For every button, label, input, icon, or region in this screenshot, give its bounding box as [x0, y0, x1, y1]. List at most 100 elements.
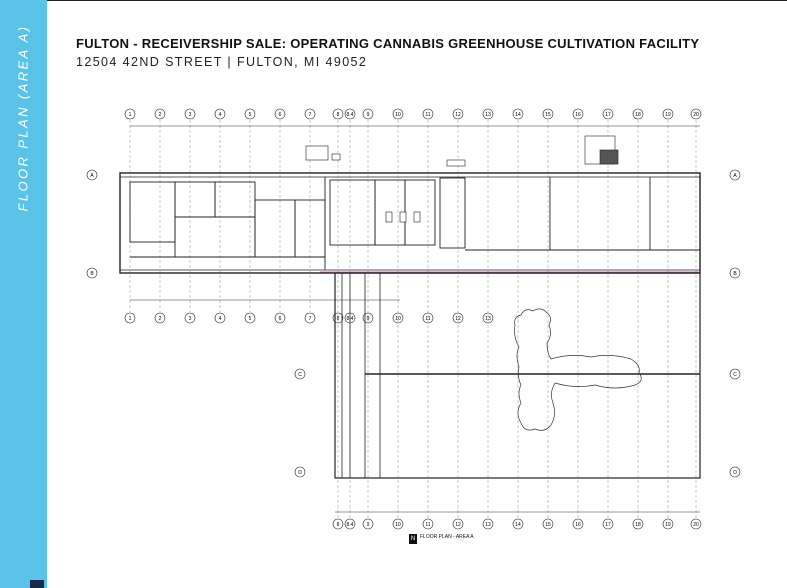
revision-cloud	[514, 308, 642, 431]
grid-bubble-top-8.4	[344, 108, 356, 120]
grid-bubble-top-1	[124, 108, 136, 120]
grid-bubble-bottom-10-label: 10	[395, 522, 401, 528]
grid-bubble-mid-11-label: 11	[425, 316, 430, 322]
grid-bubble-mid-3-label: 3	[189, 316, 192, 322]
grid-bubble-mid-2	[154, 312, 166, 324]
page-address: 12504 42ND STREET | FULTON, MI 49052	[76, 55, 368, 69]
grid-bubble-top-4-label: 4	[219, 112, 222, 118]
fixtures	[305, 135, 619, 223]
grid-bubble-mid-8-label: 8	[337, 316, 340, 322]
grid-bubble-top-9-label: 9	[367, 112, 370, 118]
grid-row-bubble-b-left	[86, 267, 98, 279]
grid-row-bubble-d-left	[294, 466, 306, 478]
grid-bubble-bottom-14	[512, 518, 524, 530]
grid-row-bubble-c-right-label: C	[733, 372, 737, 378]
grid-bubble-top-2-label: 2	[159, 112, 162, 118]
grid-bubble-top-12	[452, 108, 464, 120]
grid-bubble-bottom-15-label: 15	[545, 522, 551, 528]
sidebar: FLOOR PLAN (AREA A)	[0, 0, 47, 588]
greenhouse-interior-walls	[341, 273, 381, 478]
grid-bubble-mid-1	[124, 312, 136, 324]
grid-row-bubble-b-left-label: B	[90, 271, 94, 277]
grid-bubble-top-1-label: 1	[129, 112, 132, 118]
grid-bubble-bottom-15	[542, 518, 554, 530]
grid-bubble-bottom-16	[572, 518, 584, 530]
grid-bubble-top-16-label: 16	[575, 112, 581, 118]
grid-bubble-top-6-label: 6	[279, 112, 282, 118]
grid-bubble-bottom-8.4	[344, 518, 356, 530]
grid-bubble-top-11-label: 11	[425, 112, 430, 118]
sidebar-label: FLOOR PLAN (AREA A)	[15, 24, 31, 212]
grid-bubble-top-14	[512, 108, 524, 120]
grid-bubble-bottom-12-label: 12	[455, 522, 461, 528]
grid-bubble-bottom-9	[362, 518, 374, 530]
grid-bubble-top-18	[632, 108, 644, 120]
grid-bubble-mid-2-label: 2	[159, 316, 162, 322]
grid-bubble-bottom-12	[452, 518, 464, 530]
grid-bubble-top-9	[362, 108, 374, 120]
grid-bubble-bottom-14-label: 14	[515, 522, 521, 528]
grid-bubble-bottom-19-label: 19	[665, 522, 671, 528]
plan-caption: FLOOR PLAN - AREA A	[420, 534, 474, 540]
page-title: FULTON - RECEIVERSHIP SALE: OPERATING CA…	[76, 36, 700, 51]
building-outline-upper	[119, 172, 701, 274]
grid-bubble-top-2	[154, 108, 166, 120]
gridlines	[129, 120, 697, 518]
grid-bubble-top-7-label: 7	[309, 112, 312, 118]
grid-bubble-bottom-8.4-label: 8.4	[347, 522, 354, 528]
north-marker: N	[409, 534, 417, 544]
grid-row-bubble-c-left	[294, 368, 306, 380]
grid-bubble-bottom-13-label: 13	[485, 522, 491, 528]
grid-bubble-mid-7-label: 7	[309, 316, 312, 322]
grid-bubble-bottom-9-label: 9	[367, 522, 370, 528]
grid-bubble-top-15-label: 15	[545, 112, 551, 118]
grid-bubble-bottom-11-label: 11	[425, 522, 430, 528]
grid-bubble-bottom-18	[632, 518, 644, 530]
grid-row-bubble-c-right	[729, 368, 741, 380]
grid-bubble-top-13-label: 13	[485, 112, 491, 118]
grid-bubble-bottom-17	[602, 518, 614, 530]
grid-bubble-top-12-label: 12	[455, 112, 461, 118]
grid-bubble-top-8-label: 8	[337, 112, 340, 118]
grid-bubble-bottom-8-label: 8	[337, 522, 340, 528]
grid-bubble-top-20-label: 20	[693, 112, 699, 118]
greenhouse-outline	[334, 272, 701, 479]
grid-bubble-mid-7	[304, 312, 316, 324]
grid-bubble-mid-3	[184, 312, 196, 324]
grid-bubble-bottom-10	[392, 518, 404, 530]
grid-bubble-top-11	[422, 108, 434, 120]
grid-bubble-mid-4	[214, 312, 226, 324]
grid-row-bubble-d-right-label: D	[733, 470, 737, 476]
grid-bubble-top-5	[244, 108, 256, 120]
grid-bubble-bottom-19	[662, 518, 674, 530]
grid-bubble-top-18-label: 18	[635, 112, 641, 118]
grid-bubble-mid-5-label: 5	[249, 316, 252, 322]
grid-row-bubble-a-left	[86, 169, 98, 181]
grid-row-bubble-d-right	[729, 466, 741, 478]
grid-bubble-top-10-label: 10	[395, 112, 401, 118]
grid-row-bubble-b-right-label: B	[733, 271, 737, 277]
grid-bubble-bottom-16-label: 16	[575, 522, 581, 528]
grid-bubble-top-10	[392, 108, 404, 120]
grid-row-bubble-c-left-label: C	[298, 372, 302, 378]
grid-bubble-top-20	[690, 108, 702, 120]
grid-bubble-top-8	[332, 108, 344, 120]
grid-bubble-top-14-label: 14	[515, 112, 521, 118]
corner-mark	[30, 580, 44, 588]
grid-bubble-top-7	[304, 108, 316, 120]
top-rule	[47, 0, 787, 1]
grid-bubble-mid-9-label: 9	[367, 316, 370, 322]
grid-bubble-top-8.4-label: 8.4	[347, 112, 354, 118]
grid-row-bubble-b-right	[729, 267, 741, 279]
grid-bubble-top-5-label: 5	[249, 112, 252, 118]
grid-bubble-mid-6-label: 6	[279, 316, 282, 322]
grid-bubble-mid-5	[244, 312, 256, 324]
grid-bubble-mid-13-label: 13	[485, 316, 491, 322]
grid-bubble-top-17-label: 17	[605, 112, 611, 118]
grid-bubble-top-13	[482, 108, 494, 120]
grid-row-bubble-d-left-label: D	[298, 470, 302, 476]
grid-bubble-bottom-18-label: 18	[635, 522, 641, 528]
